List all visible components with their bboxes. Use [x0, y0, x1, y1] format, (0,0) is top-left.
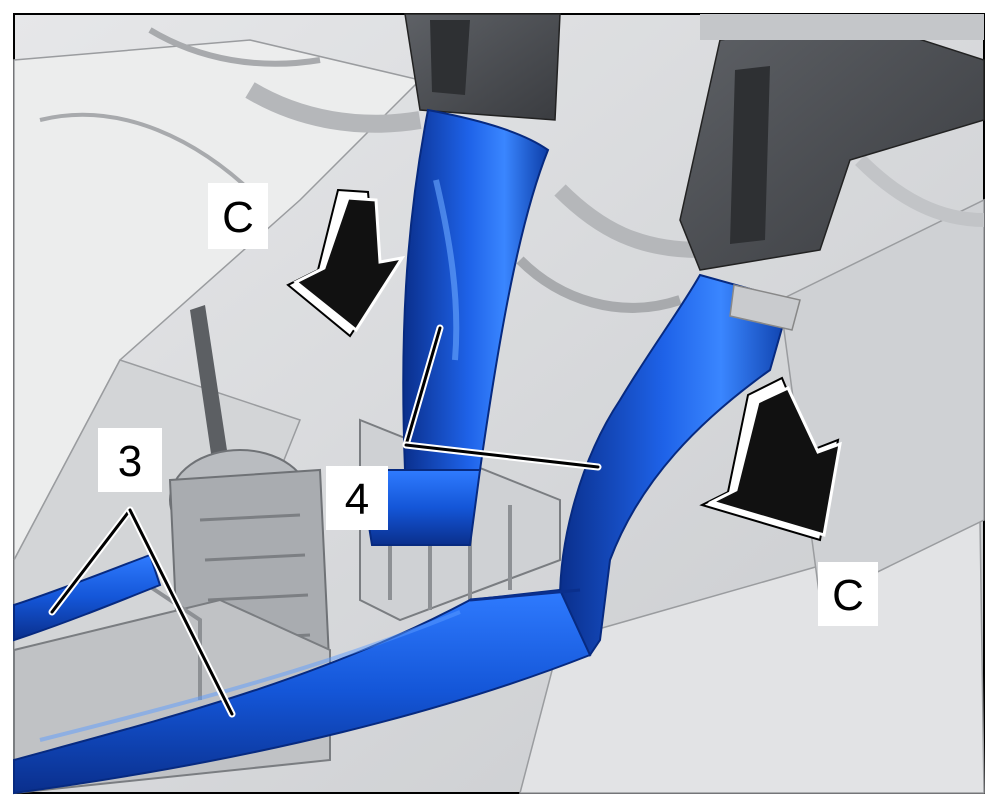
hvac-unit-right: [679, 14, 985, 271]
label-c-left: C: [208, 183, 268, 249]
label-3: 3: [98, 428, 162, 492]
label-c-right-text: C: [832, 571, 864, 620]
direction-arrow-left: [286, 188, 406, 338]
hvac-unit-left: [404, 13, 561, 121]
direction-arrow-right: [699, 376, 842, 542]
leader-lines-4: [402, 324, 602, 471]
label-4-text: 4: [345, 475, 369, 524]
air-duct-main: [558, 273, 801, 657]
leader-lines-3: [48, 506, 236, 718]
label-c-right: C: [818, 562, 878, 626]
label-3-text: 3: [118, 437, 142, 486]
air-duct-4: [358, 108, 550, 546]
label-c-left-text: C: [222, 193, 254, 242]
air-duct-3: [13, 553, 592, 795]
label-4: 4: [326, 466, 388, 530]
